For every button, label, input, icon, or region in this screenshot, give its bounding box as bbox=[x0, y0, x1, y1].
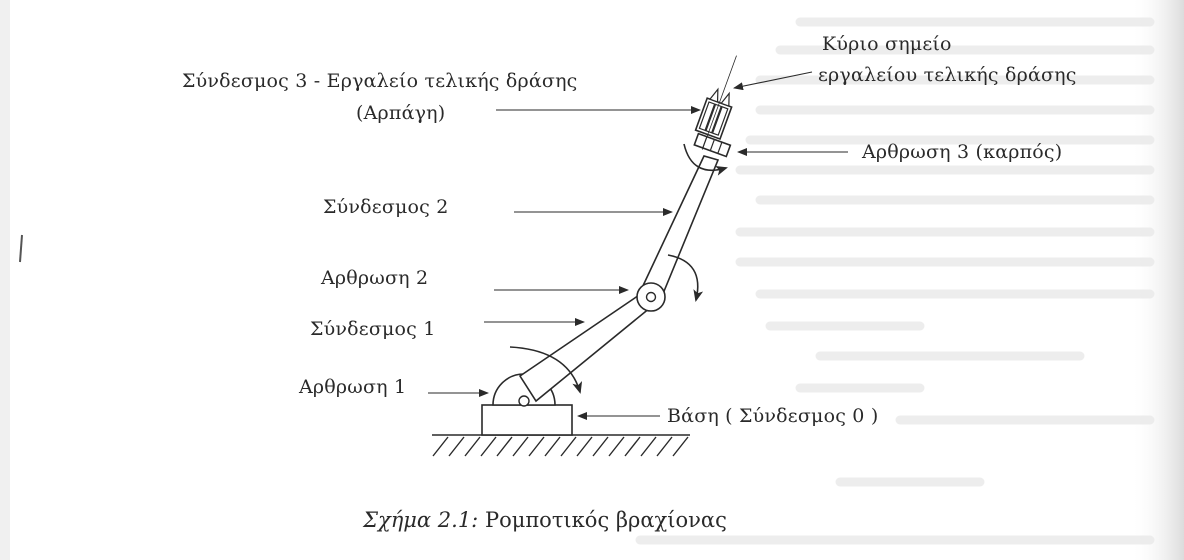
leader-tool-point bbox=[733, 71, 813, 91]
figure-number: Σχήμα 2.1: bbox=[363, 508, 479, 532]
gripper-end-effector bbox=[694, 55, 737, 150]
bleed-through-text bbox=[635, 17, 1155, 545]
label-joint1: Αρθρωση 1 bbox=[299, 376, 407, 398]
figure-title: Ρομποτικός βραχίονας bbox=[484, 508, 727, 532]
scan-mark bbox=[19, 234, 23, 263]
label-base: Βάση ( Σύνδεσμος 0 ) bbox=[667, 405, 879, 427]
figure-caption: Σχήμα 2.1: Ρομποτικός βραχίονας bbox=[0, 508, 1090, 532]
label-tool-point-2: εργαλείου τελικής δράσης bbox=[818, 64, 1077, 86]
joint1-rotation-arrow bbox=[509, 346, 583, 394]
joint2-pin bbox=[645, 291, 657, 303]
base-block bbox=[481, 404, 573, 436]
label-joint3: Αρθρωση 3 (καρπός) bbox=[862, 141, 1063, 163]
label-link2: Σύνδεσμος 2 bbox=[323, 196, 449, 218]
label-link3-tool: Σύνδεσμος 3 - Εργαλείο τελικής δράσης bbox=[182, 70, 578, 92]
joint3-rotation-arrow bbox=[683, 143, 728, 176]
label-joint2: Αρθρωση 2 bbox=[321, 267, 429, 289]
ground-hatching bbox=[432, 434, 690, 457]
joint1-pin bbox=[518, 395, 530, 407]
label-link3-gripper: (Αρπάγη) bbox=[356, 102, 446, 124]
link1-shape bbox=[518, 287, 658, 403]
label-link1: Σύνδεσμος 1 bbox=[310, 318, 436, 340]
label-tool-point-1: Κύριο σημείο bbox=[822, 33, 952, 55]
link2-shape bbox=[639, 155, 720, 303]
joint2-rotation-arrow bbox=[667, 254, 704, 302]
